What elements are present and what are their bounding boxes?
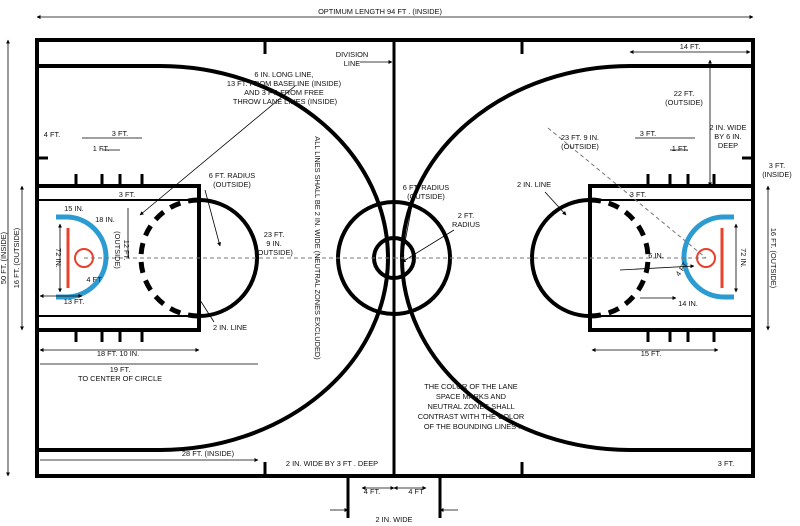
right-free-throw-circle-dashed <box>589 197 651 319</box>
right-3ft-side-label: 3 FT.(INSIDE) <box>762 161 792 179</box>
right-22ft-label: 22 FT.(OUTSIDE) <box>665 89 703 107</box>
lane-color-note: THE COLOR OF THE LANE SPACE MARKS AND NE… <box>418 382 527 431</box>
left-free-throw-circle-dashed <box>138 197 200 319</box>
left-4ft-label: 4 FT. <box>44 130 60 139</box>
left-23ft9-label: 23 FT.9 IN.(OUTSIDE) <box>255 230 293 257</box>
right-2in-line-label: 2 IN. LINE <box>517 180 551 189</box>
left-18in-label: 18 IN. <box>95 215 115 224</box>
left-16ft-label: 16 FT. (OUTSIDE) <box>12 228 21 288</box>
left-28ft-label: 28 FT. (INSIDE) <box>182 449 234 458</box>
bench-4ft-left-label: 4 FT. <box>364 487 380 496</box>
right-3ft-bottom-label: 3 FT. <box>718 459 734 468</box>
left-15in-label: 15 IN. <box>64 204 84 213</box>
left-19ft-label: 19 FT.TO CENTER OF CIRCLE <box>78 365 162 383</box>
right-14in-label: 14 IN. <box>678 299 698 308</box>
dimension-lines <box>6 15 770 512</box>
left-13ft-label: 13 FT. <box>64 297 85 306</box>
center-2ft-radius-label: 2 FT.RADIUS <box>452 211 480 229</box>
all-lines-note: ALL LINES SHALL BE 2 IN. WIDE (NEUTRAL Z… <box>313 136 322 359</box>
right-3ft-top-label: 3 FT. <box>640 129 656 138</box>
labels: OPTIMUM LENGTH 94 FT . (INSIDE) DIVISION… <box>0 7 792 524</box>
left-free-throw-circle-solid <box>198 198 259 318</box>
neutral-zone-note: 2 IN. WIDE BY 3 FT . DEEP <box>286 459 378 468</box>
left-1ft-label: 1 FT. <box>93 144 109 153</box>
court-lines <box>35 38 755 518</box>
hash-line-note: 6 IN. LONG LINE, 13 FT. FROM BASELINE (I… <box>227 70 343 106</box>
bench-2in-label: 2 IN. WIDE <box>376 515 413 524</box>
right-15ft-label: 15 FT. <box>641 349 662 358</box>
left-2in-line-label: 2 IN. LINE <box>213 323 247 332</box>
left-3ft-top-label: 3 FT. <box>112 129 128 138</box>
right-3ft-lane-label: 3 FT. <box>630 190 646 199</box>
right-free-throw-circle-solid <box>530 198 591 318</box>
reference-lines <box>84 127 707 259</box>
left-18ft10-label: 18 FT. 10 IN. <box>97 349 139 358</box>
right-restricted-arc <box>681 214 734 300</box>
left-12ft-label: 12 FT.(OUTSIDE) <box>113 231 131 269</box>
bench-4ft-right-label: 4 FT <box>408 487 424 496</box>
right-23ft9-label: 23 FT. 9 IN.(OUTSIDE) <box>561 133 599 151</box>
left-3ft-lane-label: 3 FT. <box>119 190 135 199</box>
right-72in-label: 72 IN. <box>739 248 748 268</box>
right-14ft-label: 14 FT. <box>680 42 701 51</box>
left-6ft-radius-label: 6 FT. RADIUS(OUTSIDE) <box>209 171 255 189</box>
right-1ft-label: 1 FT. <box>672 144 688 153</box>
left-4ft-radius-label: 4 FT <box>86 275 102 284</box>
left-72in-label: 72 IN. <box>54 248 63 268</box>
right-6in-label: 6 IN. <box>648 251 664 260</box>
optimum-length-label: OPTIMUM LENGTH 94 FT . (INSIDE) <box>318 7 442 16</box>
right-16ft-label: 16 FT. (OUTSIDE) <box>769 228 778 288</box>
width-50-label: 50 FT. (INSIDE) <box>0 232 8 284</box>
center-6ft-radius-label: 6 FT. RADIUS(OUTSIDE) <box>403 183 449 201</box>
